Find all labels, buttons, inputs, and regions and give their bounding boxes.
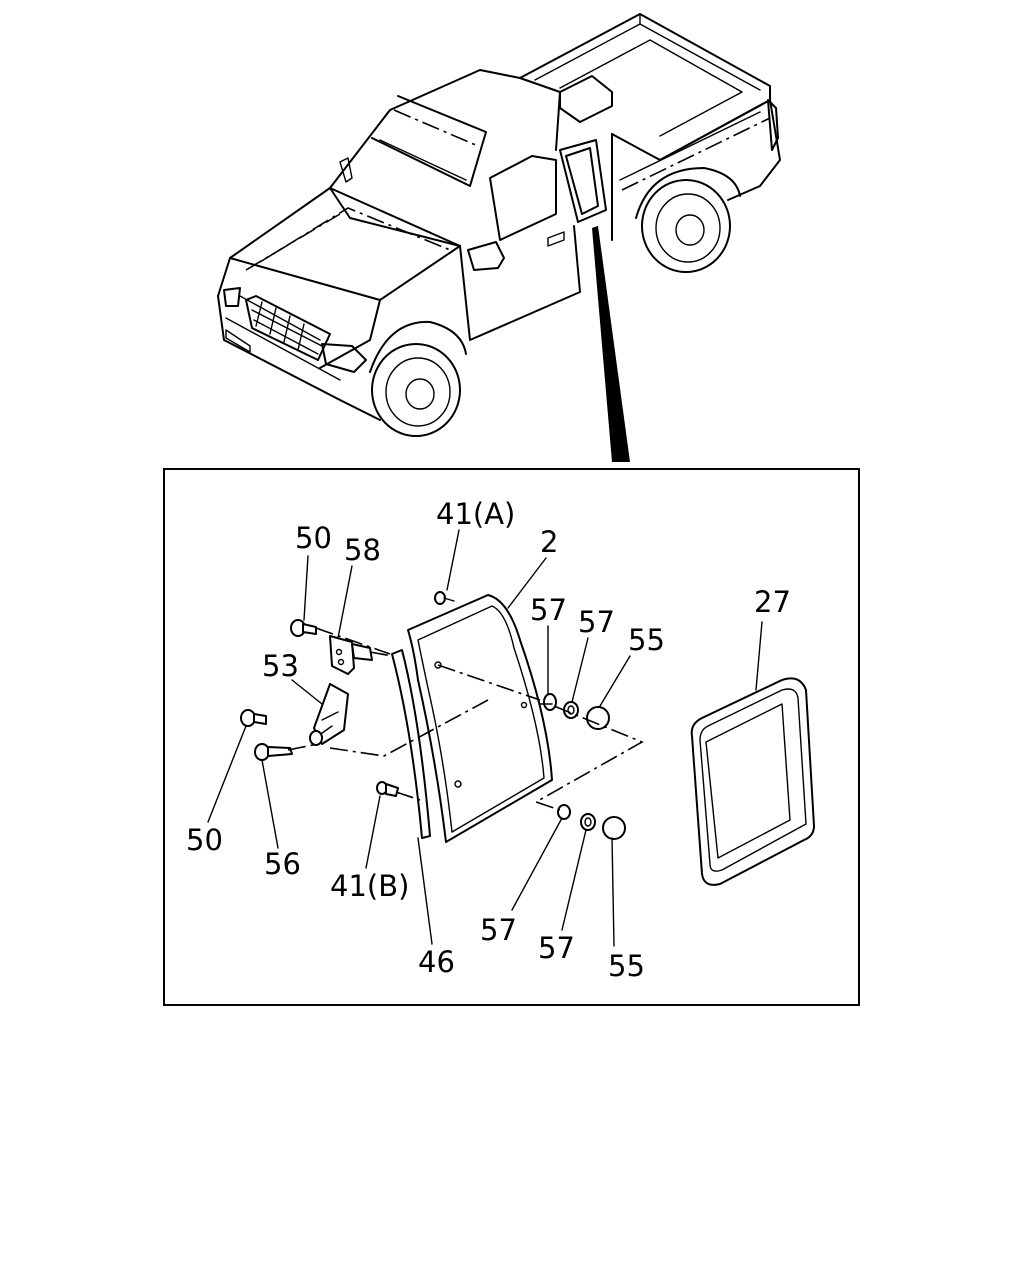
callout-50-top: 50: [295, 521, 332, 555]
callout-27: 27: [754, 585, 791, 619]
window-glass-2: [407, 594, 553, 843]
callout-50-left: 50: [186, 823, 223, 857]
pickup-truck-illustration: [217, 13, 781, 437]
callout-55-top: 55: [628, 623, 665, 657]
screw-56: [254, 743, 293, 761]
callout-41a: 41(A): [436, 497, 515, 531]
callout-58: 58: [344, 533, 381, 567]
assembly-lines: [287, 627, 644, 811]
callout-57-d: 57: [538, 931, 575, 965]
callout-57-c: 57: [480, 913, 517, 947]
callout-53: 53: [262, 649, 299, 683]
weatherstrip-46: [391, 649, 431, 839]
window-seal-27: [690, 677, 815, 886]
callout-46: 46: [418, 945, 455, 979]
fastener-stack-upper: [520, 693, 610, 730]
callout-56: 56: [264, 847, 301, 881]
fastener-stack-lower: [557, 804, 626, 840]
callout-2: 2: [540, 525, 558, 559]
hinge-bracket-58: [329, 635, 373, 675]
callout-57-a: 57: [530, 593, 567, 627]
latch-53: [309, 683, 349, 746]
bolt-50-left: [240, 709, 267, 727]
callout-55-bottom: 55: [608, 949, 645, 983]
callout-41b: 41(B): [330, 869, 409, 903]
bolt-50-top: [290, 619, 317, 637]
pin-41b: [376, 781, 399, 797]
detail-frame: [163, 468, 860, 1006]
callout-57-b: 57: [578, 605, 615, 639]
pin-41a: [434, 591, 455, 605]
detail-pointer-wedge: [592, 226, 630, 462]
leader-lines: [207, 529, 763, 947]
